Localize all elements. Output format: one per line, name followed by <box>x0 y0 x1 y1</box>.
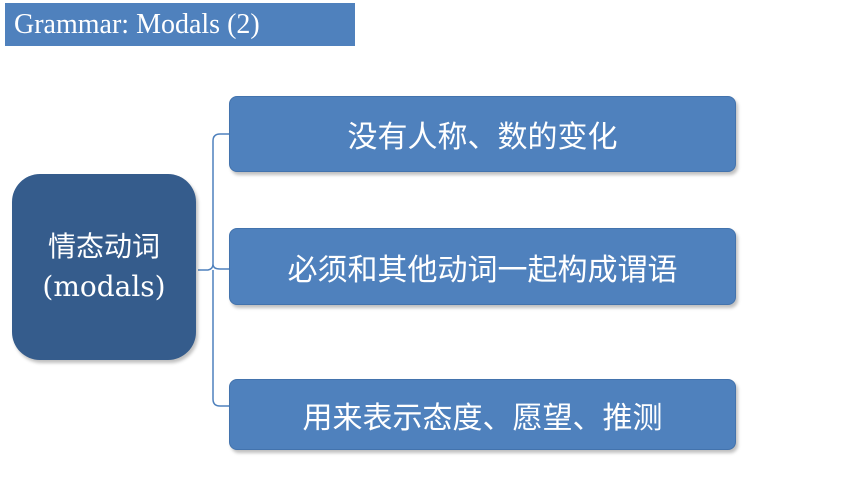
root-node-label-cn: 情态动词 <box>47 230 160 263</box>
connector-bracket <box>198 133 229 407</box>
child-node-forms-predicate: 必须和其他动词一起构成谓语 <box>229 228 736 305</box>
slide-title: Grammar: Modals (2) <box>5 3 355 46</box>
child-node-label: 必须和其他动词一起构成谓语 <box>287 252 678 288</box>
root-node-label-en: (modals) <box>42 270 166 303</box>
child-node-expresses-attitude: 用来表示态度、愿望、推测 <box>229 379 736 450</box>
root-node-modals: 情态动词 (modals) <box>12 174 196 360</box>
child-node-label: 用来表示态度、愿望、推测 <box>302 400 663 436</box>
child-node-label: 没有人称、数的变化 <box>347 120 618 155</box>
child-node-no-person-number-change: 没有人称、数的变化 <box>229 96 736 172</box>
